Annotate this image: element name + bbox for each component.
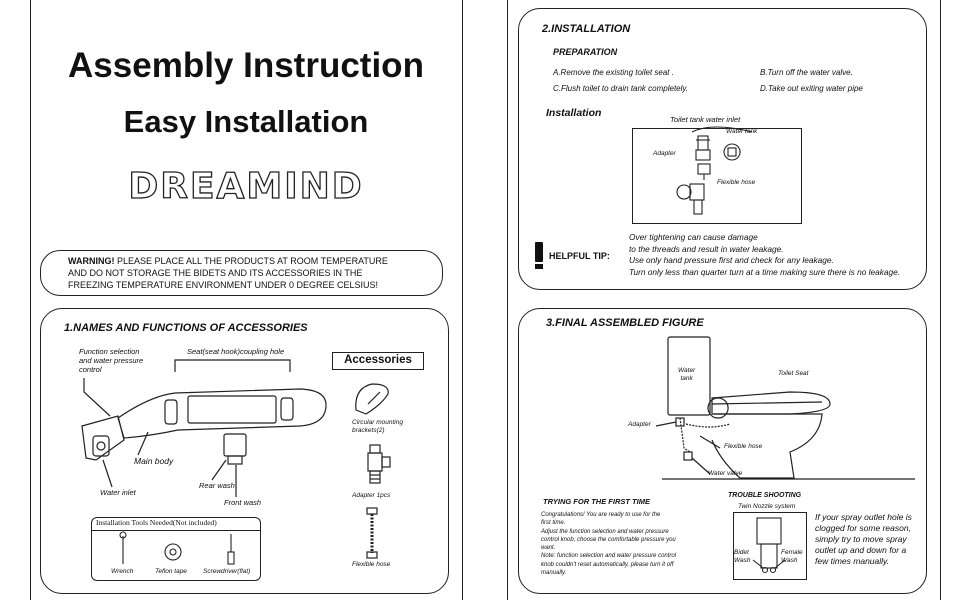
final-figure-panel — [518, 308, 927, 594]
label-adapter: Adapter 1pcs — [352, 492, 391, 499]
label-flexible-hose-accessory: Flexible hose — [352, 561, 391, 568]
exclamation-dot — [535, 264, 543, 269]
label-function-selection: Function selection and water pressure co… — [79, 347, 144, 374]
prep-d: D.Take out exiting water pipe — [760, 84, 863, 93]
brand-logo: DREAMIND — [128, 165, 364, 207]
trouble-heading: TROUBLE SHOOTING — [728, 492, 802, 499]
circular-bracket-icon — [355, 383, 389, 415]
label-main-body: Main body — [134, 456, 174, 466]
prep-b: B.Turn off the water valve. — [760, 68, 853, 77]
left-page-edge-right — [462, 0, 463, 600]
tools-box — [91, 517, 261, 581]
label-tank-inlet: Toilet tank water inlet — [670, 115, 741, 124]
trying-heading: TRYING FOR THE FIRST TIME — [543, 497, 650, 506]
label-final-flexible-hose: Flexible hose — [724, 443, 763, 450]
trying-text: Congratulations! You are ready to use fo… — [541, 512, 677, 577]
right-page-edge-right — [940, 0, 941, 600]
install-diagram — [676, 126, 753, 215]
warning-box: WARNING! PLEASE PLACE ALL THE PRODUCTS A… — [40, 250, 443, 296]
exclamation-icon — [535, 242, 543, 262]
tip-text: Over tightening can cause damage to the … — [629, 232, 901, 277]
prep-c: C.Flush toilet to drain tank completely. — [553, 84, 689, 93]
accessories-title: Accessories — [332, 352, 424, 370]
flexible-hose-icon — [366, 507, 378, 559]
section2-heading: 2.INSTALLATION — [542, 23, 631, 35]
label-twin-nozzle: Twin Nozzle system — [738, 503, 796, 510]
label-front-wash: Front wash — [224, 498, 262, 507]
warning-line-1: PLEASE PLACE ALL THE PRODUCTS AT ROOM TE… — [114, 256, 388, 266]
label-rear-wash: Rear wash — [199, 481, 235, 490]
installation-panel — [518, 8, 927, 290]
label-screwdriver: Screwdriver(flat) — [203, 568, 251, 575]
label-female-wash: Female Wash — [781, 549, 803, 564]
label-seat-hook: Seat(seat hook)coupling hole — [187, 347, 285, 356]
label-water-inlet: Water inlet — [100, 488, 136, 497]
prep-heading: PREPARATION — [553, 47, 618, 57]
left-page-edge-left — [30, 0, 31, 600]
label-bidet-wash: Bidet Wash — [734, 549, 751, 564]
page-title: Assembly Instruction — [68, 46, 424, 85]
label-final-water-tank: Water tank — [678, 367, 696, 382]
spray-tip-text: If your spray outlet hole is clogged for… — [815, 512, 912, 566]
section3-heading: 3.FINAL ASSEMBLED FIGURE — [546, 317, 704, 329]
prep-a: A.Remove the existing toilet seat . — [553, 68, 674, 77]
page-subtitle: Easy Installation — [123, 104, 369, 139]
tools-title: Installation Tools Needed(Not included) — [96, 518, 217, 527]
warning-label: WARNING! — [68, 256, 115, 266]
tools-icons — [119, 531, 235, 565]
tip-label: HELPFUL TIP: — [549, 251, 610, 261]
warning-line-3: FREEZING TEMPERATURE ENVIRONMENT UNDER 0… — [68, 280, 379, 290]
install-heading: Installation — [546, 107, 602, 119]
twin-nozzle-box — [733, 512, 807, 580]
label-water-tank: Water tank — [726, 128, 758, 135]
tools-divider — [91, 530, 261, 531]
twin-nozzle-illustration — [752, 517, 786, 574]
adapter-icon — [367, 444, 391, 484]
warning-line-2: AND DO NOT STORAGE THE BIDETS AND ITS AC… — [68, 268, 363, 278]
label-adapter-install: Adapter — [653, 150, 676, 157]
label-teflon: Teflon tape — [155, 568, 187, 575]
label-circular-brackets: Circular mounting brackets(2) — [352, 419, 403, 434]
label-water-valve: Water valve — [708, 470, 743, 477]
section1-heading: 1.NAMES AND FUNCTIONS OF ACCESSORIES — [64, 322, 308, 334]
label-flexible-hose-install: Flexible hose — [717, 179, 756, 186]
label-final-adapter: Adapter — [628, 421, 651, 428]
right-page-edge-left — [507, 0, 508, 600]
label-wrench: Wrench — [111, 568, 134, 575]
label-toilet-seat: Toilet Seat — [778, 370, 809, 377]
install-diagram-frame — [632, 128, 802, 224]
